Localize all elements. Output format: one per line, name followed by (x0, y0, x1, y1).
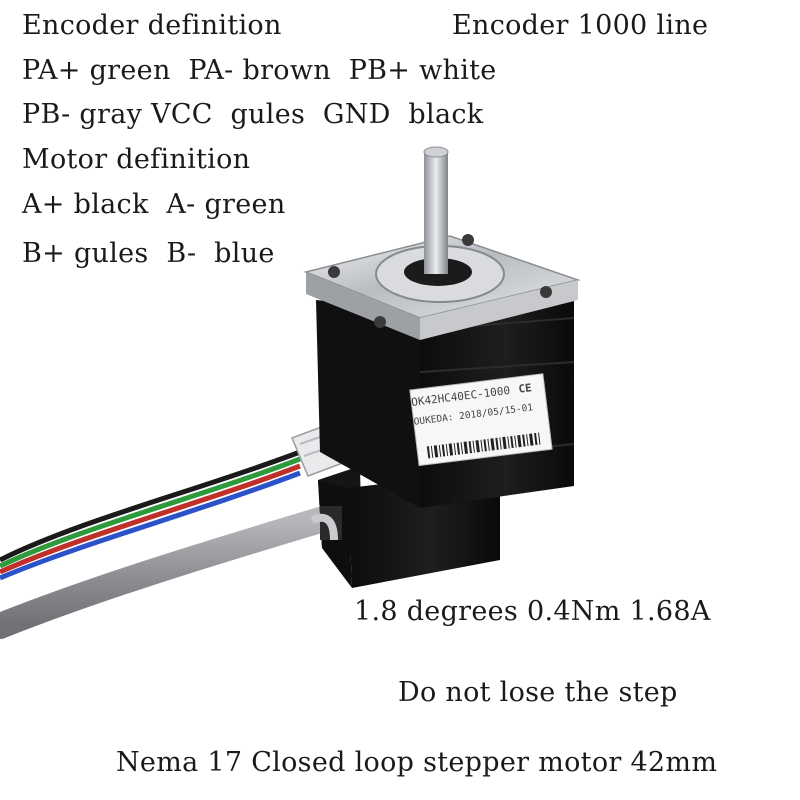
encoder-pinout-row1: PA+ green PA- brown PB+ white (22, 55, 497, 86)
encoder-cable (0, 507, 333, 639)
product-label (409, 373, 553, 467)
barcode (424, 432, 544, 459)
encoder-line-count: Encoder 1000 line (452, 10, 709, 41)
motor-shaft (423, 146, 449, 274)
motor-heading: Motor definition (22, 144, 251, 175)
ce-mark: CE (517, 381, 533, 396)
tagline: Do not lose the step (398, 677, 678, 708)
product-title: Nema 17 Closed loop stepper motor 42mm (116, 747, 718, 778)
motor-pinout-row2: B+ gules B- blue (22, 238, 275, 269)
encoder-pinout-row2: PB- gray VCC gules GND black (22, 99, 484, 130)
motor-ratings: 1.8 degrees 0.4Nm 1.68A (354, 596, 711, 627)
motor-pinout-row1: A+ black A- green (22, 189, 286, 220)
encoder-heading: Encoder definition (22, 10, 282, 41)
motor-wires (0, 449, 301, 581)
